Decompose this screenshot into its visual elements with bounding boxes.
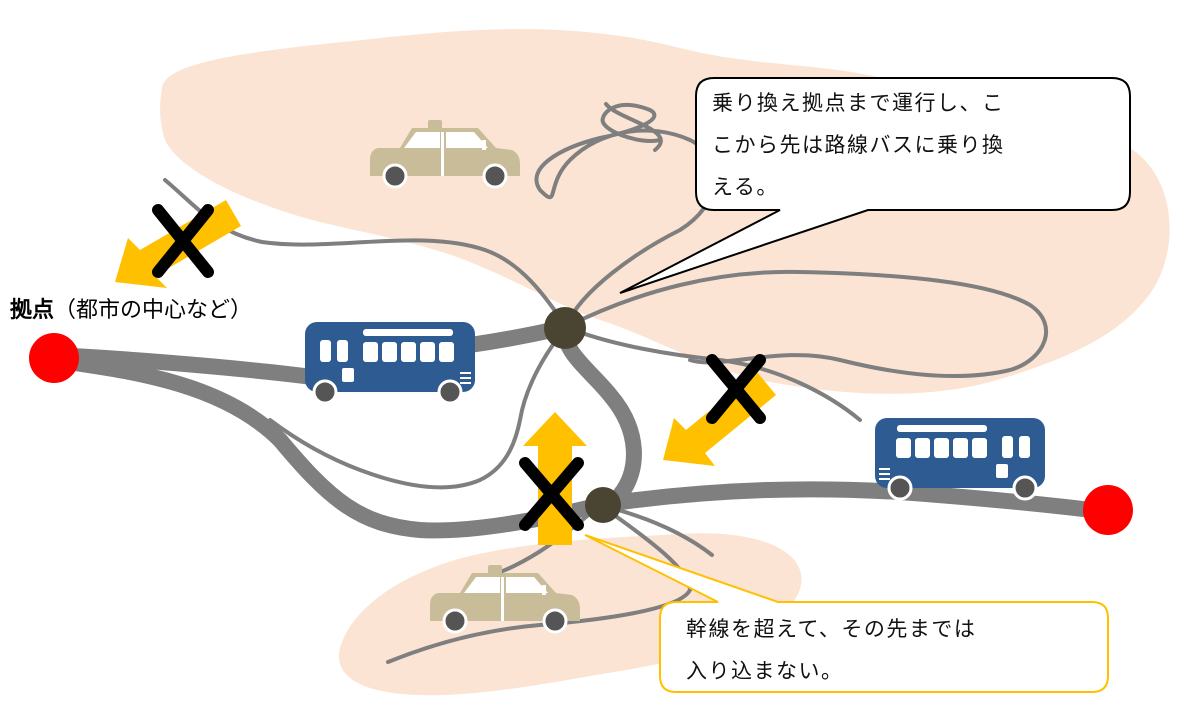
terminal-dot-right — [1083, 485, 1133, 535]
callout-line: こから先は路線バスに乗り換 — [712, 133, 1005, 157]
branch-road — [386, 503, 693, 664]
callout-bubble-transfer — [619, 77, 1131, 294]
branch-road — [564, 325, 862, 422]
callout-line: 乗り換え拠点まで運行し、こ — [712, 91, 1005, 115]
callout-line: 幹線を超えて、その先までは — [686, 617, 977, 641]
callout-text-transfer: 乗り換え拠点まで運行し、こ こから先は路線バスに乗り換 える。 — [712, 82, 1117, 208]
branch-road — [268, 325, 568, 490]
callout-line: える。 — [712, 175, 779, 199]
transfer-node-upper — [544, 307, 586, 349]
hub-label-note: （都市の中心など） — [54, 298, 253, 323]
callout-line: 入り込まない。 — [686, 659, 844, 683]
branch-road — [564, 269, 1049, 379]
hub-label-bold: 拠点 — [10, 298, 55, 323]
x-mark-icon — [519, 457, 584, 531]
hub-label: 拠点（都市の中心など） — [10, 292, 252, 324]
bus-icon — [873, 416, 1047, 501]
branch-road — [534, 103, 718, 329]
trunk-road — [47, 347, 328, 386]
callout-text-trunk: 幹線を超えて、その先までは 入り込まない。 — [686, 608, 1086, 692]
callout-bubble-trunk — [584, 534, 1109, 693]
transfer-node-lower — [585, 487, 621, 523]
terminal-dot-left — [29, 333, 79, 383]
x-mark-icon — [706, 354, 766, 424]
branch-road — [604, 102, 663, 152]
bus-icon — [303, 320, 477, 405]
x-mark-icon — [152, 204, 214, 278]
